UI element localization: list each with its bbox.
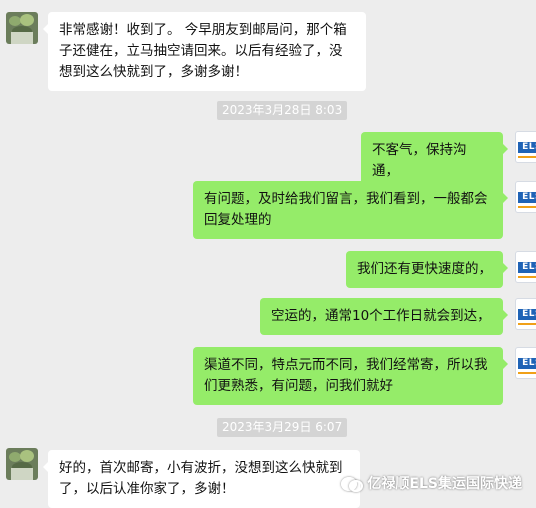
wechat-icon (341, 475, 364, 492)
message-bubble-incoming[interactable]: 非常感谢！收到了。 今早朋友到邮局问，那个箱子还健在，立马抽空请回来。以后有经验… (43, 12, 366, 91)
agent-avatar[interactable]: ELS (515, 251, 536, 283)
agent-avatar[interactable]: ELS (515, 347, 536, 379)
watermark: 亿禄顺ELS集运国际快递 (341, 473, 522, 493)
message-text: 渠道不同，特点元而不同，我们经常寄，所以我们更熟悉，有问题，问我们就好 (204, 357, 488, 394)
watermark-text: 亿禄顺ELS集运国际快递 (367, 476, 522, 492)
message-bubble-incoming[interactable]: 好的，首次邮寄，小有波折，没想到这么快就到了，以后认准你家了，多谢！ (43, 450, 360, 508)
message-text: 好的，首次邮寄，小有波折，没想到这么快就到了，以后认准你家了，多谢！ (59, 460, 343, 497)
message-bubble-outgoing[interactable]: 有问题，及时给我们留言，我们看到，一般都会回复处理的 (193, 181, 508, 239)
message-bubble-outgoing[interactable]: 不客气，保持沟通， (361, 132, 508, 190)
customer-avatar[interactable] (6, 448, 38, 480)
message-text: 不客气，保持沟通， (372, 142, 467, 179)
agent-avatar[interactable]: ELS (515, 298, 536, 330)
els-logo-icon: ELS (522, 309, 536, 319)
message-text: 非常感谢！收到了。 今早朋友到邮局问，那个箱子还健在，立马抽空请回来。以后有经验… (59, 22, 347, 80)
els-logo-icon: ELS (522, 192, 536, 202)
agent-avatar[interactable]: ELS (515, 181, 536, 213)
message-bubble-outgoing[interactable]: 空运的，通常10个工作日就会到达， (260, 298, 508, 335)
message-text: 我们还有更快速度的， (357, 261, 492, 277)
els-logo-icon: ELS (522, 358, 536, 368)
els-logo-icon: ELS (522, 262, 536, 272)
timestamp: 2023年3月29日 6:07 (217, 418, 348, 437)
message-bubble-outgoing[interactable]: 我们还有更快速度的， (346, 251, 508, 288)
message-bubble-outgoing[interactable]: 渠道不同，特点元而不同，我们经常寄，所以我们更熟悉，有问题，问我们就好 (193, 347, 508, 405)
customer-avatar[interactable] (6, 12, 38, 44)
message-text: 有问题，及时给我们留言，我们看到，一般都会回复处理的 (204, 191, 488, 228)
timestamp: 2023年3月28日 8:03 (217, 101, 348, 120)
message-text: 空运的，通常10个工作日就会到达， (271, 308, 491, 324)
els-logo-icon: ELS (522, 142, 536, 152)
agent-avatar[interactable]: ELS (515, 131, 536, 163)
